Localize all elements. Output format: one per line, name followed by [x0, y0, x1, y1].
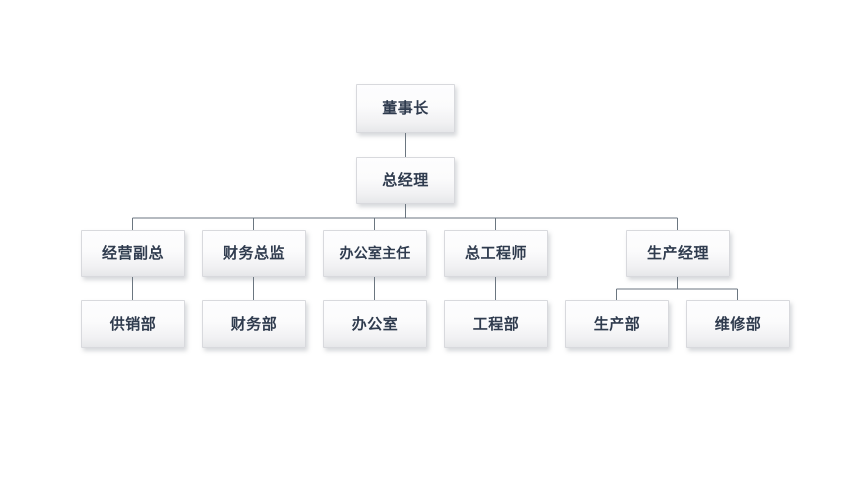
node-operations-vp[interactable]: 经营副总 — [81, 230, 185, 277]
node-finance-dept[interactable]: 财务部 — [202, 300, 306, 348]
node-production-manager[interactable]: 生产经理 — [626, 230, 730, 277]
node-chief-engineer[interactable]: 总工程师 — [444, 230, 548, 277]
node-label-operations-vp: 经营副总 — [101, 244, 164, 262]
node-label-office-director: 办公室主任 — [339, 245, 411, 262]
node-finance-director[interactable]: 财务总监 — [202, 230, 306, 277]
node-label-office-dept: 办公室 — [351, 314, 399, 333]
node-production-dept[interactable]: 生产部 — [565, 300, 669, 348]
node-label-general-manager: 总经理 — [382, 171, 429, 189]
node-label-production-manager: 生产经理 — [646, 244, 709, 262]
node-label-maintenance-dept: 维修部 — [714, 314, 762, 333]
node-label-chairman: 董事长 — [382, 99, 429, 117]
node-label-finance-dept: 财务部 — [230, 314, 278, 333]
node-label-finance-director: 财务总监 — [222, 244, 285, 262]
node-maintenance-dept[interactable]: 维修部 — [686, 300, 790, 348]
node-supply-sales-dept[interactable]: 供销部 — [81, 300, 185, 348]
node-general-manager[interactable]: 总经理 — [356, 157, 455, 204]
node-label-engineering-dept: 工程部 — [472, 314, 520, 333]
node-label-chief-engineer: 总工程师 — [464, 244, 527, 262]
node-label-supply-sales-dept: 供销部 — [109, 314, 157, 333]
node-label-production-dept: 生产部 — [593, 314, 641, 333]
node-office-dept[interactable]: 办公室 — [323, 300, 427, 348]
node-chairman[interactable]: 董事长 — [356, 84, 455, 133]
node-engineering-dept[interactable]: 工程部 — [444, 300, 548, 348]
node-office-director[interactable]: 办公室主任 — [323, 230, 427, 277]
